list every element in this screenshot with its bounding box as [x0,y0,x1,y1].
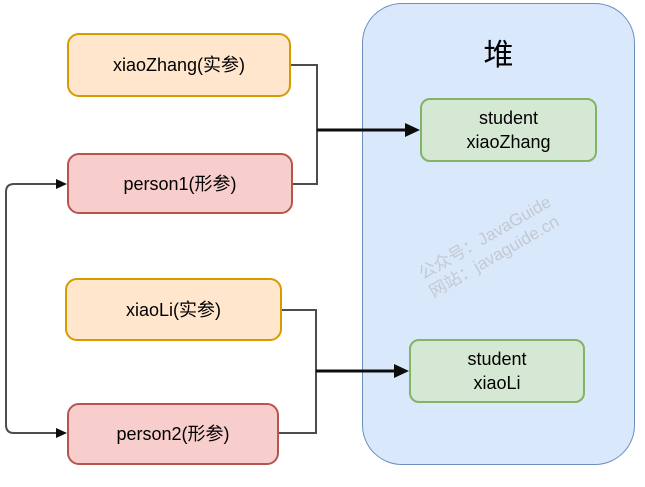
node-student-xiaoli-line1: student [467,349,527,369]
node-student-xiaoli-object: student xiaoLi [409,339,585,403]
node-student-xiaoli-line2: xiaoLi [473,373,521,393]
node-student-xiaozhang-object: student xiaoZhang [420,98,597,162]
arrowhead-to-person2-icon [56,428,67,438]
heap-title: 堆 [483,39,514,72]
node-person2-parameter-label: person2(形参) [116,424,230,444]
node-person1-parameter: person1(形参) [67,153,293,214]
node-student-xiaozhang-line1: student [478,108,539,128]
node-person2-parameter: person2(形参) [67,403,279,465]
node-student-xiaozhang-line2: xiaoZhang [466,132,551,152]
connector-xiaoli-person2-merge [279,309,317,434]
node-xiaoli-argument-label: xiaoLi(实参) [125,299,222,320]
node-xiaozhang-argument-label: xiaoZhang(实参) [112,55,246,75]
arrowhead-to-student-xiaozhang-icon [405,123,420,137]
connector-person1-person2 [5,183,56,434]
connector-xiaozhang-person1-merge [291,64,318,185]
arrowhead-to-student-xiaoli-icon [394,364,409,378]
arrowhead-to-person1-icon [56,179,67,189]
node-xiaozhang-argument: xiaoZhang(实参) [67,33,291,97]
node-person1-parameter-label: person1(形参) [123,173,237,194]
node-xiaoli-argument: xiaoLi(实参) [65,278,282,341]
